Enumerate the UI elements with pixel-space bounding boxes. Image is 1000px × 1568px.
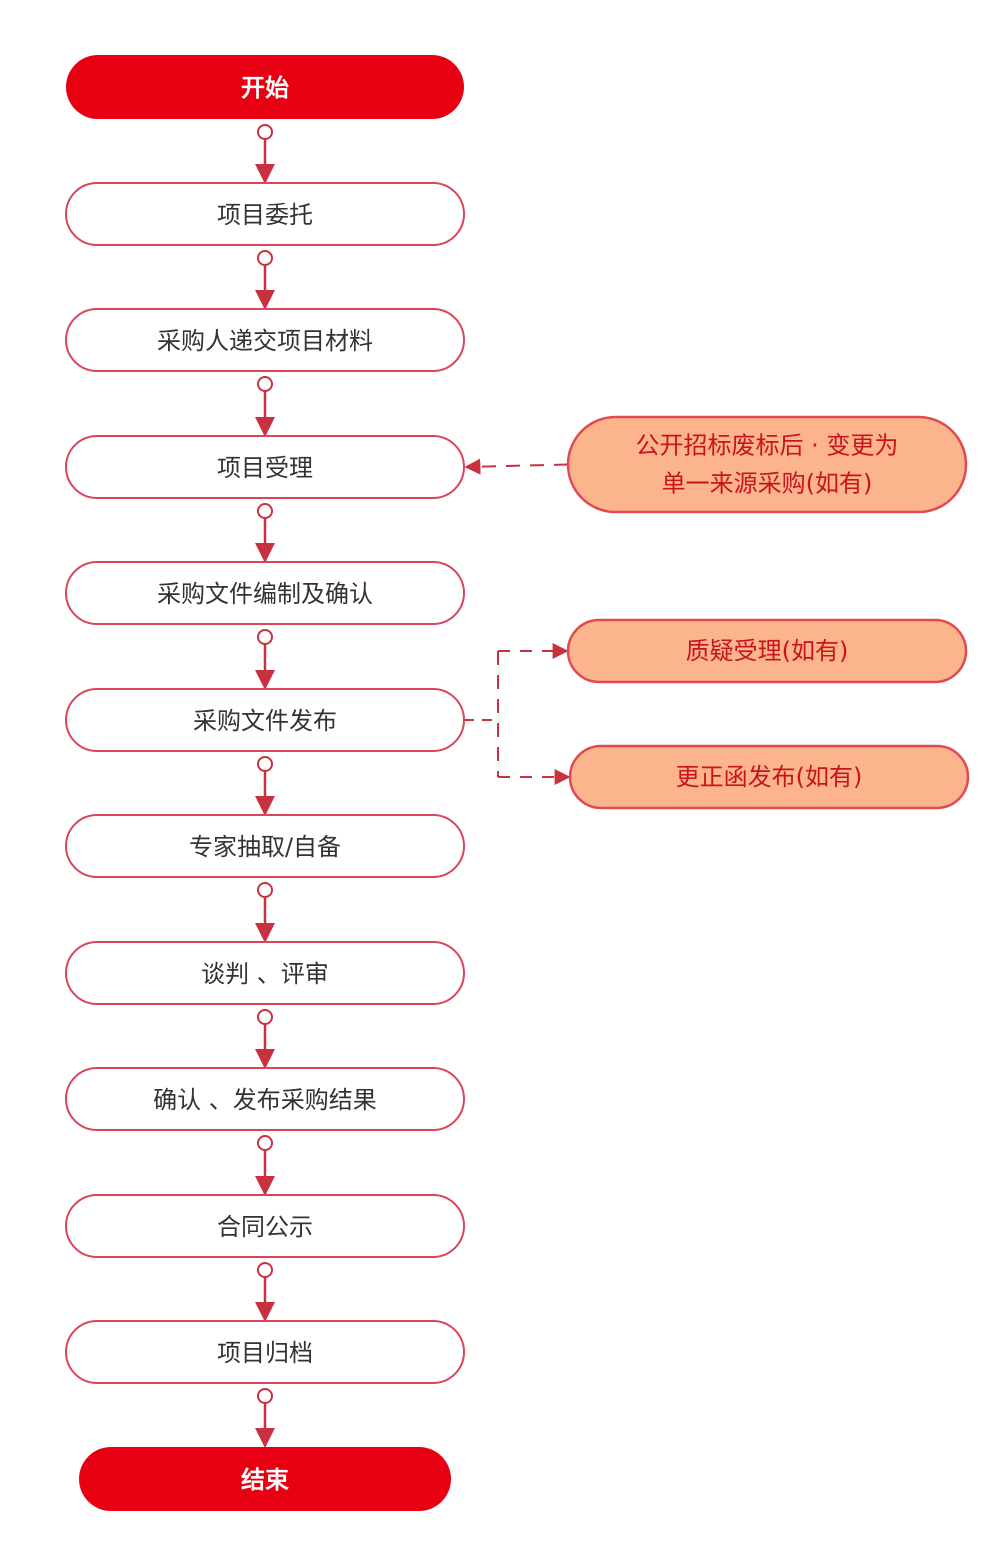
node-label: 采购人递交项目材料 xyxy=(157,327,373,355)
node-archive: 项目归档 xyxy=(65,1320,465,1384)
node-publish-docs: 采购文件发布 xyxy=(65,688,465,752)
node-accept: 项目受理 xyxy=(65,435,465,499)
connector-circle xyxy=(257,250,273,266)
node-experts: 专家抽取/自备 xyxy=(65,814,465,878)
node-shape xyxy=(66,55,464,119)
connector-circle xyxy=(257,124,273,140)
side-node-shape xyxy=(566,415,968,514)
connector-circle xyxy=(257,1135,273,1151)
node-label: 采购文件发布 xyxy=(193,707,337,735)
node-entrust: 项目委托 xyxy=(65,182,465,246)
node-shape xyxy=(65,814,465,878)
connector-circle xyxy=(257,882,273,898)
node-confirm-results: 确认 、发布采购结果 xyxy=(65,1067,465,1131)
side-node-shape xyxy=(568,744,970,810)
node-shape xyxy=(65,1067,465,1131)
side-node-label: 更正函发布(如有) xyxy=(676,763,863,791)
node-end: 结束 xyxy=(79,1447,451,1511)
side-node-label: 质疑受理(如有) xyxy=(686,637,849,665)
node-shape xyxy=(65,561,465,625)
node-label: 合同公示 xyxy=(217,1213,313,1241)
node-label: 结束 xyxy=(241,1466,290,1494)
node-label: 项目委托 xyxy=(217,201,313,229)
connector-circle xyxy=(257,503,273,519)
node-contract: 合同公示 xyxy=(65,1194,465,1258)
side-node-label: 公开招标废标后 · 变更为 xyxy=(636,432,899,460)
node-negotiate: 谈判 、评审 xyxy=(65,941,465,1005)
node-label: 确认 、发布采购结果 xyxy=(153,1086,377,1114)
connector-circle xyxy=(257,376,273,392)
connector-circle xyxy=(257,756,273,772)
node-submit-materials: 采购人递交项目材料 xyxy=(65,308,465,372)
connector-circle xyxy=(257,1009,273,1025)
node-label: 开始 xyxy=(241,74,289,102)
side-node-shape xyxy=(566,618,968,684)
connector-circle xyxy=(257,629,273,645)
node-start: 开始 xyxy=(66,55,464,119)
side-node-correction: 更正函发布(如有) xyxy=(568,744,970,810)
node-shape xyxy=(65,435,465,499)
node-label: 项目受理 xyxy=(217,454,313,482)
node-shape xyxy=(65,1320,465,1384)
node-label: 谈判 、评审 xyxy=(201,960,329,988)
node-shape xyxy=(79,1447,451,1511)
connector-circle xyxy=(257,1388,273,1404)
connector-circle xyxy=(257,1262,273,1278)
dashed-arrow-single-source xyxy=(464,458,569,475)
side-node-label: 单一来源采购(如有) xyxy=(662,470,873,498)
node-shape xyxy=(65,688,465,752)
node-label: 采购文件编制及确认 xyxy=(157,580,373,608)
node-label: 项目归档 xyxy=(217,1339,313,1367)
side-node-query: 质疑受理(如有) xyxy=(566,618,968,684)
node-shape xyxy=(65,308,465,372)
node-shape xyxy=(65,941,465,1005)
node-shape xyxy=(65,182,465,246)
node-shape xyxy=(65,1194,465,1258)
node-label: 专家抽取/自备 xyxy=(189,833,341,861)
node-prepare-docs: 采购文件编制及确认 xyxy=(65,561,465,625)
